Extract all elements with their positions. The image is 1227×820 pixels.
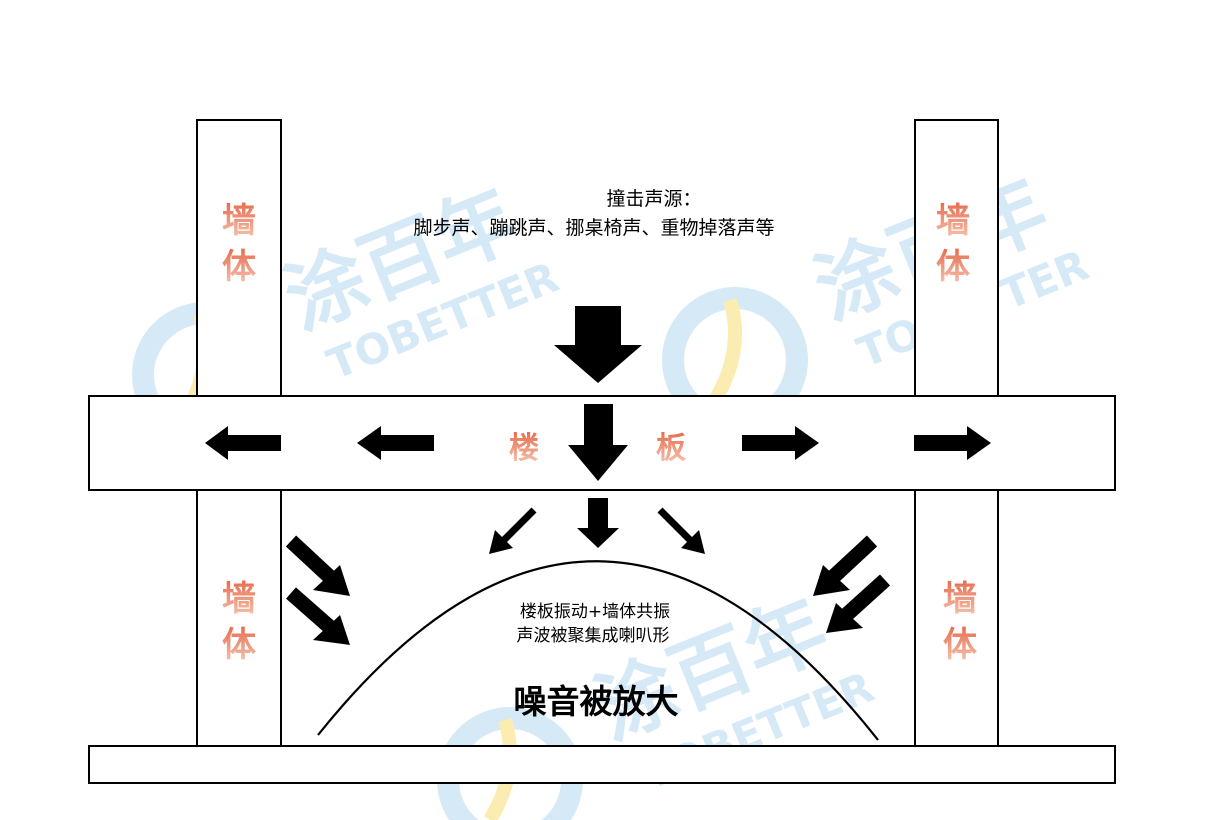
wall-label-char: 墙 — [943, 579, 977, 619]
wall-reflect-arrow-icon — [286, 587, 350, 645]
impact-source-title: 撞击声源： — [606, 188, 701, 210]
right-arrow-icon — [742, 426, 819, 460]
wall-label-lower-right: 墙 体 — [943, 579, 977, 665]
floor-down-arrow-icon — [568, 404, 628, 481]
wall-label-char: 墙 — [222, 201, 256, 241]
mechanism-line-2: 声波被聚集成喇叭形 — [517, 626, 670, 646]
wall-label-char: 墙 — [936, 201, 970, 241]
wall-reflect-arrow-icon — [813, 535, 878, 596]
diagonal-arrow-down-right-icon — [657, 507, 705, 554]
wall-label-upper-right: 墙 体 — [936, 201, 970, 287]
wall-reflect-arrow-icon — [826, 574, 891, 633]
result-noise-amplified: 噪音被放大 — [514, 682, 679, 721]
wall-label-char: 体 — [943, 625, 977, 665]
left-arrow-icon — [205, 426, 281, 460]
wall-lower-left — [196, 489, 282, 747]
wall-label-char: 体 — [222, 625, 256, 665]
wall-lower-right — [914, 489, 999, 747]
wall-label-upper-left: 墙 体 — [222, 201, 256, 287]
floor-label-char: 板 — [656, 431, 686, 466]
left-arrow-icon — [357, 426, 434, 460]
floor-label-char: 楼 — [509, 431, 539, 466]
wall-label-lower-left: 墙 体 — [222, 579, 256, 665]
watermark-leaf-icon — [708, 297, 742, 404]
diagonal-arrow-down-left-icon — [489, 507, 537, 554]
wall-label-char: 墙 — [222, 579, 256, 619]
down-arrow-icon — [577, 498, 619, 548]
wall-label-char: 体 — [222, 247, 256, 287]
wall-label-char: 体 — [936, 247, 970, 287]
impact-source-examples: 脚步声、蹦跳声、挪桌椅声、重物掉落声等 — [413, 217, 774, 239]
mechanism-line-1: 楼板振动+墙体共振 — [520, 602, 670, 622]
impact-down-arrow-icon — [554, 306, 642, 383]
wall-reflect-arrow-icon — [285, 535, 350, 596]
wall-upper-right — [914, 119, 999, 397]
sound-dome-curve — [317, 560, 879, 741]
ground-slab — [88, 745, 1116, 784]
right-arrow-icon — [914, 426, 991, 460]
